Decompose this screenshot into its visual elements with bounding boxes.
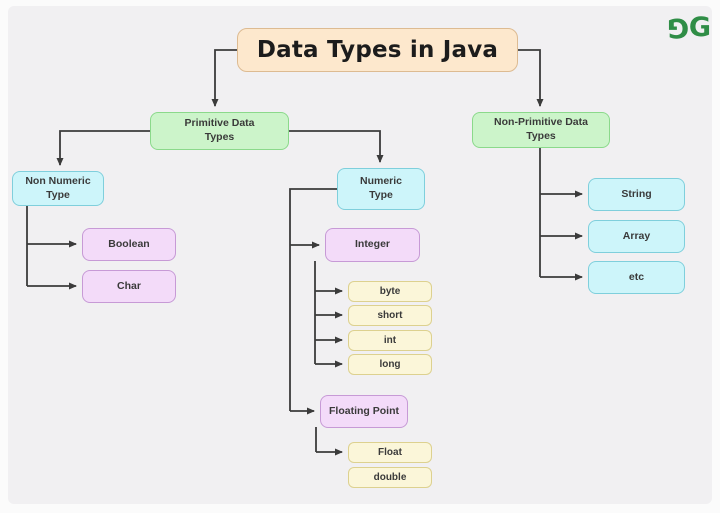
node-etc: etc	[588, 261, 685, 294]
node-floating-point: Floating Point	[320, 395, 408, 428]
geeksforgeeks-logo-icon: G G	[669, 12, 711, 43]
node-array: Array	[588, 220, 685, 253]
node-label: Primitive Data Types	[184, 117, 255, 143]
node-double: double	[348, 467, 432, 488]
node-label: Numeric Type	[359, 175, 402, 201]
logo-letter-right: G	[688, 12, 711, 43]
node-label: int	[383, 335, 397, 346]
node-non-primitive-data-types: Non-Primitive Data Types	[472, 112, 610, 148]
node-label: short	[377, 310, 403, 321]
node-label: Floating Point	[329, 404, 399, 417]
node-float: Float	[348, 442, 432, 463]
node-label: Array	[622, 229, 651, 242]
node-label: Float	[378, 447, 402, 458]
node-byte: byte	[348, 281, 432, 302]
node-short: short	[348, 305, 432, 326]
node-label: Boolean	[108, 237, 150, 250]
node-label: Char	[117, 279, 141, 292]
node-label: long	[379, 359, 401, 370]
node-string: String	[588, 178, 685, 211]
node-non-numeric-type: Non Numeric Type	[12, 171, 104, 206]
node-label: etc	[628, 270, 645, 283]
node-label: Integer	[354, 238, 390, 251]
node-boolean: Boolean	[82, 228, 176, 261]
logo-letter-left: G	[669, 12, 689, 43]
node-label: Non Numeric Type	[25, 174, 91, 201]
node-label: Non-Primitive Data Types	[494, 116, 588, 142]
node-label: double	[373, 472, 407, 483]
node-label: String	[621, 187, 652, 200]
diagram-title: Data Types in Java	[237, 28, 518, 72]
node-integer: Integer	[325, 228, 420, 262]
diagram-title-label: Data Types in Java	[256, 37, 499, 63]
node-label: byte	[379, 286, 401, 297]
node-long: long	[348, 354, 432, 375]
node-numeric-type: Numeric Type	[337, 168, 425, 210]
node-char: Char	[82, 270, 176, 303]
node-primitive-data-types: Primitive Data Types	[150, 112, 289, 150]
node-int: int	[348, 330, 432, 351]
